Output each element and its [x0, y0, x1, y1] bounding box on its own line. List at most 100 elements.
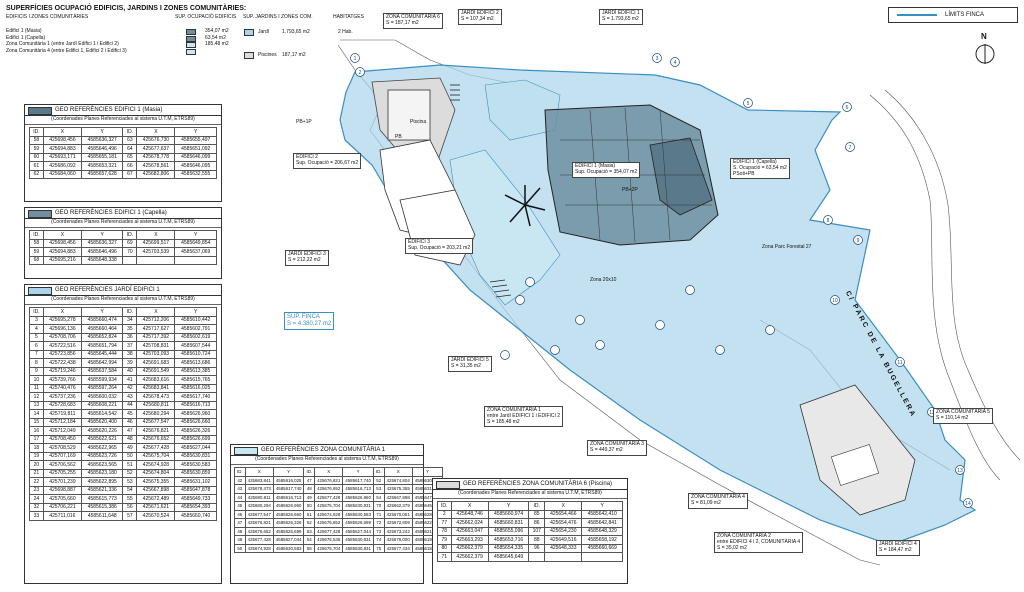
table-cell: 4585630,583 [174, 460, 217, 470]
table-cell: 14 [29, 409, 44, 419]
vertex-number: 6 [846, 105, 849, 111]
table-cell: 77 [437, 518, 452, 528]
vertex-number: 3 [656, 56, 659, 62]
table-cell: 21 [29, 468, 44, 478]
map-label-line: JARDÍ EDIFICI 5 [451, 357, 489, 363]
table-cell: 74 [372, 535, 385, 545]
garden-value: 1.793,65 m2 [282, 29, 310, 35]
table-cell: 72 [372, 518, 385, 528]
table-cell: 4 [29, 324, 44, 334]
vertex-marker [575, 315, 585, 325]
table-cell: 425675,704 [136, 451, 176, 461]
table-cell: 4585658,192 [581, 535, 623, 545]
vertex-marker [853, 235, 863, 245]
table-cell: 47 [234, 518, 246, 528]
table-cell: 53 [122, 477, 138, 487]
table-cell: 4585637,584 [80, 366, 124, 376]
map-label-line: S = 212,22 m2 [288, 256, 321, 263]
table-masia: GEO REFERÈNCIES EDIFICI 1 (Masia) (Coord… [24, 104, 222, 202]
vertex-number: 1 [354, 56, 357, 62]
vertex-marker [845, 142, 855, 152]
table-cell: 70 [122, 247, 138, 257]
column-header: Y [80, 127, 124, 137]
table-cell: 16 [29, 426, 44, 436]
table-cell: 46 [122, 417, 138, 427]
table-cell: 4585616,025 [174, 383, 217, 393]
table-cell: 24 [29, 494, 44, 504]
table-cell: 37 [122, 341, 138, 351]
vertex-number: 7 [849, 145, 852, 151]
summary-row-swatch [186, 29, 196, 35]
table-cell [544, 552, 583, 562]
table-cell: 4585615,765 [174, 375, 217, 385]
table-cell: 4585655,497 [174, 135, 217, 145]
table-cell: 54 [122, 485, 138, 495]
column-header: ID. [122, 230, 138, 240]
table-cell: 4585613,686 [174, 358, 217, 368]
column-header: Y [80, 230, 124, 240]
table-cell: 425719,811 [42, 409, 82, 419]
table-cell: 425719,246 [42, 366, 82, 376]
vertex-marker [963, 498, 973, 508]
table-cell: 425654,476 [544, 518, 583, 528]
parc-label: Zona Parc Forestal 27 [762, 244, 812, 250]
table-cell: 425706,562 [42, 460, 82, 470]
table-cell: 49 [234, 535, 246, 545]
table-cell: 425684,060 [42, 169, 82, 179]
table-cell: 4585631,102 [174, 477, 217, 487]
table-cell: 22 [29, 477, 44, 487]
table-cell: 425676,652 [244, 526, 274, 536]
table-cell: 4585653,321 [80, 161, 124, 171]
map-label-line: JARDÍ EDIFICI 2 [461, 10, 499, 16]
summary-row-value: 185,48 m2 [205, 41, 229, 47]
map-label-line: ZONA COMUNITÀRIA 1 [487, 407, 541, 413]
vertex-marker [823, 215, 833, 225]
table-cell: 38 [122, 349, 138, 359]
table-cell: 425705,255 [42, 468, 82, 478]
summary-col1: EDIFICIS I ZONES COMUNITÀRIES [6, 14, 89, 20]
table-cell: 425696,136 [42, 324, 82, 334]
table-zona6-title: GEO REFERÈNCIES ZONA COMUNITÀRIA 6 (Pisc… [463, 481, 613, 487]
table-cell: 36 [122, 332, 138, 342]
map-label-line: S = 110,14 m2 [936, 414, 969, 421]
table-cell: 4585626,699 [342, 518, 374, 528]
table-cell: 425683,616 [136, 375, 176, 385]
vertex-marker [595, 340, 605, 350]
table-cell: 4585651,794 [80, 341, 124, 351]
table-cell: 425676,652 [314, 484, 344, 494]
table-cell: 62 [29, 169, 44, 179]
table-cell: 425662,379 [450, 543, 489, 553]
table-cell: 33 [29, 511, 44, 521]
table-cell: 425674,804 [383, 475, 413, 485]
table-cell: 4585660,740 [174, 511, 217, 521]
table-cell: 4585622,621 [80, 434, 124, 444]
column-header: X [244, 467, 274, 477]
table-cell: 54 [303, 535, 316, 545]
table-cell: 4585617,740 [174, 392, 217, 402]
zona20-label: Zona 20x10 [590, 277, 617, 283]
table-jardi: GEO REFERÈNCIES JARDÍ EDIFICI 1 (Coorden… [24, 284, 222, 584]
table-cell: 51 [303, 509, 316, 519]
limit-line-swatch [897, 14, 937, 16]
table-cell: 4585636,327 [80, 135, 124, 145]
table-cell: 48 [122, 434, 138, 444]
summary-row-label: Zona Comunitària 1 (entre Jardí Edifici … [6, 41, 119, 47]
map-label-line: JARDÍ EDIFICI 3 [288, 251, 326, 257]
summary-row-swatch [186, 42, 196, 48]
table-cell: 425712,184 [42, 417, 82, 427]
summary-col4: HABITATGES [333, 14, 364, 20]
table-cell: 4585623,726 [80, 451, 124, 461]
column-header: ID. [528, 501, 546, 511]
table-cell: 5 [29, 332, 44, 342]
